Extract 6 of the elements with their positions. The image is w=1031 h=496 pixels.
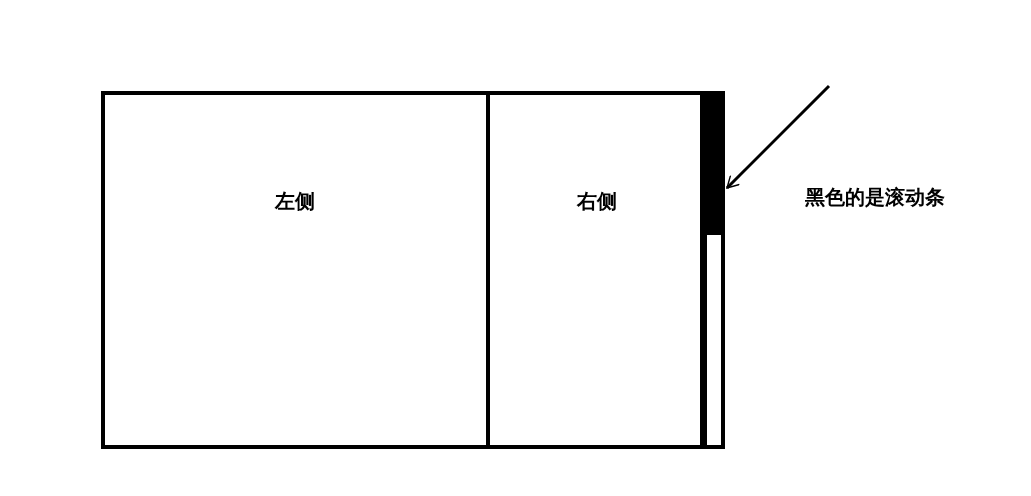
window-frame xyxy=(101,91,725,449)
note-text: 黑色的是滚动条 xyxy=(805,184,945,211)
scrollbar xyxy=(704,95,721,445)
arrow xyxy=(725,84,831,190)
panel-label: 右侧 xyxy=(577,188,617,215)
panel-label: 左侧 xyxy=(275,188,315,215)
